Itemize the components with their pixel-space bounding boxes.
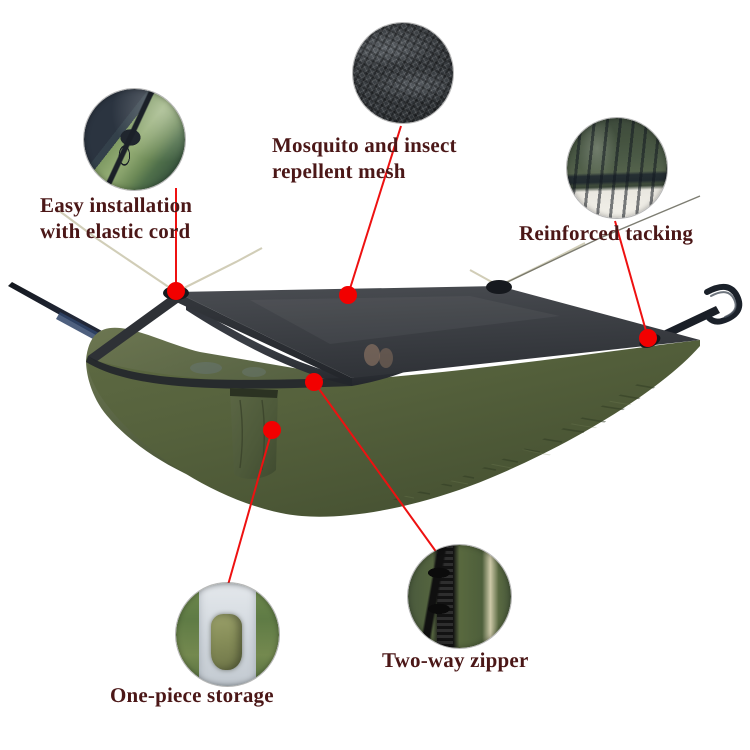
zipper-detail-photo xyxy=(408,545,511,648)
mosquito-net-canopy-left xyxy=(172,292,352,384)
ridge-tab-right xyxy=(486,280,512,294)
callout-label-two-way-zipper: Two-way zipper xyxy=(382,648,529,672)
leader-line-one-piece-storage xyxy=(227,429,273,586)
leader-line-mosquito-mesh xyxy=(347,125,402,296)
canopy-sheen xyxy=(250,296,560,344)
mosquito-net-canopy-top xyxy=(176,286,700,378)
tacking-photo-content xyxy=(567,118,667,218)
storage-bag-detail-photo xyxy=(176,583,279,686)
canopy-left-edge xyxy=(88,292,182,362)
callout-label-easy-installation: Easy installation with elastic cord xyxy=(40,193,193,243)
callout-label-reinforced-tacking: Reinforced tacking xyxy=(519,221,694,245)
canopy-interior-shapes xyxy=(190,344,393,377)
storage-bag-photo-content xyxy=(176,583,279,686)
mesh-detail-photo xyxy=(353,23,453,123)
leader-line-two-way-zipper xyxy=(313,381,438,554)
callout-label-one-piece-storage: One-piece storage xyxy=(110,683,274,707)
marker-dot-mosquito-mesh xyxy=(339,286,357,304)
zipper-photo-content xyxy=(408,545,511,648)
callout-label-mosquito-mesh: Mosquito and insect repellent mesh xyxy=(272,133,457,183)
marker-dot-reinforced-tacking xyxy=(639,329,657,347)
canopy-lower-hem xyxy=(86,356,352,389)
elastic-cord-photo-content xyxy=(84,89,185,190)
marker-dot-easy-installation xyxy=(167,282,185,300)
tacking-detail-photo xyxy=(567,118,667,218)
mesh-photo-content xyxy=(353,23,453,123)
marker-dot-one-piece-storage xyxy=(263,421,281,439)
elastic-cord-detail-photo xyxy=(84,89,185,190)
marker-dot-two-way-zipper xyxy=(305,373,323,391)
leader-line-reinforced-tacking xyxy=(614,220,649,339)
